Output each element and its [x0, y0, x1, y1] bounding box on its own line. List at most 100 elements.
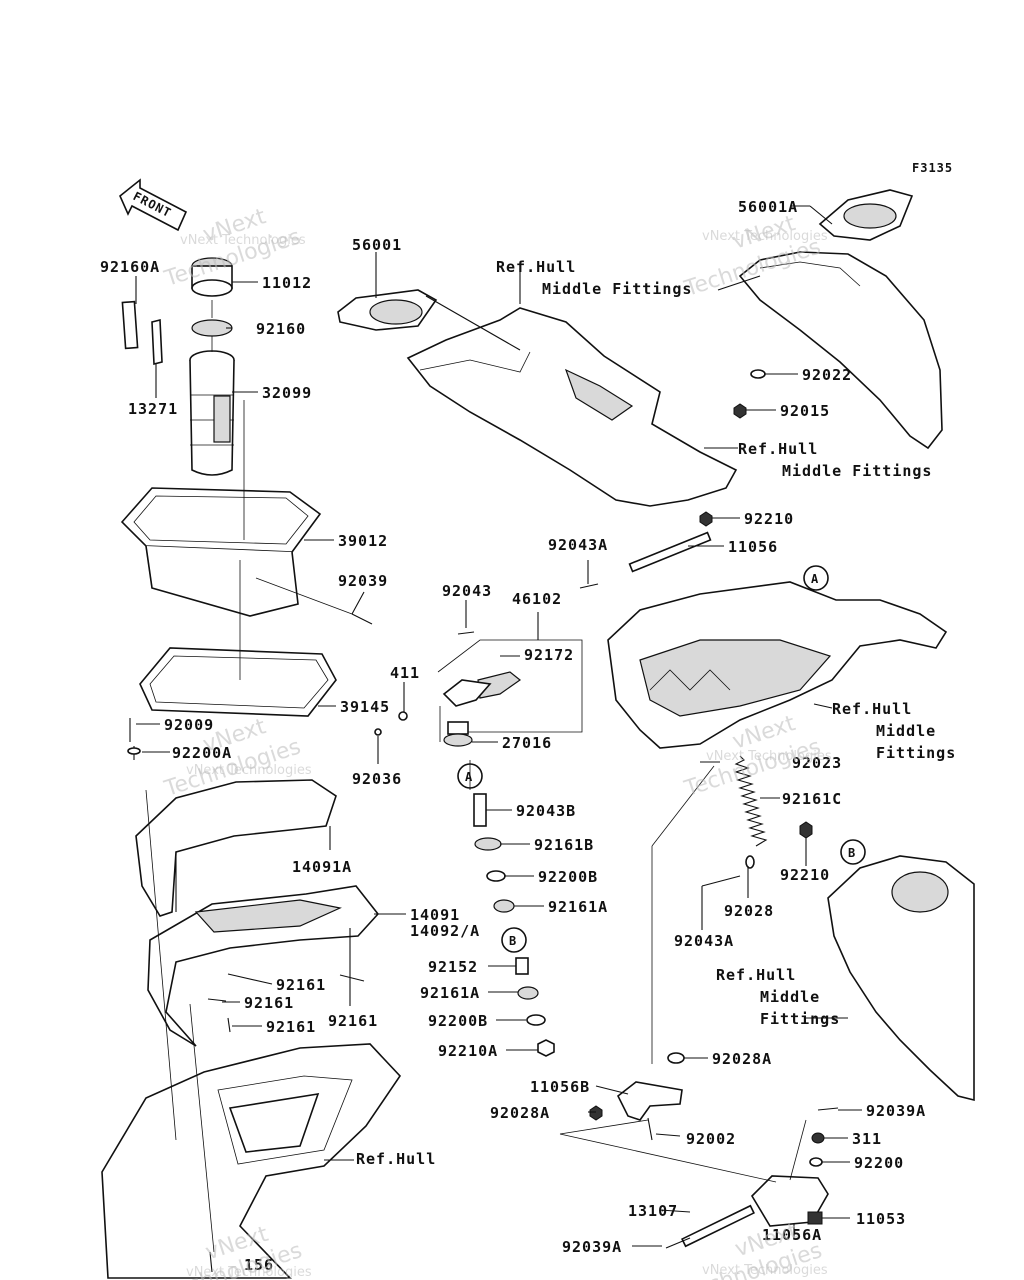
watermark-text-5: vNext Technologies [186, 1265, 312, 1280]
cap-11012 [191, 257, 233, 297]
callout-b-2 [840, 839, 866, 865]
watermark-text-2: vNext Technologies [702, 229, 828, 244]
latch-box-46102 [437, 639, 583, 733]
reference-labels: Ref.Hull Middle Fittings Ref.Hull Middle… [356, 258, 955, 1168]
label-92043A-top: 92043A [548, 536, 608, 554]
label-92210-a: 92210 [744, 510, 794, 528]
label-92210-b: 92210 [780, 866, 830, 884]
label-411: 411 [390, 664, 420, 682]
label-92028A-1: 92028A [712, 1050, 772, 1068]
label-311: 311 [852, 1130, 882, 1148]
label-92200B-1: 92200B [538, 868, 598, 886]
label-92039A-2: 92039A [562, 1238, 622, 1256]
label-92009: 92009 [164, 716, 214, 734]
plate-11053 [807, 1211, 823, 1225]
leader-lines [135, 205, 862, 1247]
latch-lever [442, 679, 492, 707]
label-92161-a: 92161 [276, 976, 326, 994]
washer-92200B-2 [526, 1014, 546, 1026]
label-39145: 39145 [340, 698, 390, 716]
ref-lower-right-2: Middle [760, 988, 820, 1006]
label-11056: 11056 [728, 538, 778, 556]
handle-56001A [818, 189, 914, 241]
nut-92210-top [699, 511, 713, 527]
knob-27016 [443, 721, 473, 747]
label-92160: 92160 [256, 320, 306, 338]
label-92161A-2: 92161A [420, 984, 480, 1002]
ref-right-top-2: Middle Fittings [782, 462, 932, 480]
gasket-39145 [139, 647, 337, 717]
ref-top-center-2: Middle Fittings [542, 280, 692, 298]
nut-92210-right [799, 821, 813, 839]
ref-bottom-left: Ref.Hull [356, 1150, 436, 1168]
callout-a-2-label: A [811, 572, 819, 586]
washer-92161A-1 [493, 899, 515, 913]
plate-11056 [628, 531, 712, 573]
tube-32099 [189, 350, 235, 476]
washer-92200 [809, 1157, 823, 1167]
label-92039A-1: 92039A [866, 1102, 926, 1120]
spring-92161C [734, 755, 768, 847]
label-92039: 92039 [338, 572, 388, 590]
callout-b-1 [501, 927, 527, 953]
label-92015: 92015 [780, 402, 830, 420]
label-156: 156 [244, 1256, 274, 1274]
washer-92028 [745, 855, 755, 869]
label-92023: 92023 [792, 754, 842, 772]
label-14091: 14091 [410, 906, 460, 924]
spacer-311 [811, 1132, 825, 1144]
washer-92028A-1 [667, 1052, 685, 1064]
washer-411 [398, 711, 408, 721]
ref-right-top-1: Ref.Hull [738, 440, 818, 458]
handle-56001 [337, 289, 438, 331]
ref-lower-right-3: Fittings [760, 1010, 840, 1028]
nut-92028A-2 [589, 1105, 603, 1121]
label-14091A: 14091A [292, 858, 352, 876]
bolt-92039 [351, 613, 373, 625]
hull-lower [101, 1043, 402, 1279]
pin-13107 [681, 1204, 755, 1248]
sleeve-92152 [515, 957, 529, 975]
label-92043A-bottom: 92043A [674, 932, 734, 950]
pin-92043 [457, 631, 475, 635]
label-92002: 92002 [686, 1130, 736, 1148]
label-92043: 92043 [442, 582, 492, 600]
callout-b-2-label: B [848, 846, 856, 860]
washer-92200B-1 [486, 870, 506, 882]
label-92200: 92200 [854, 1154, 904, 1172]
label-32099: 32099 [262, 384, 312, 402]
washer-92161A-2 [517, 986, 539, 1000]
nut-92210A [537, 1039, 555, 1057]
pin-92161-c [227, 1017, 231, 1033]
pin-92161-b [207, 998, 227, 1002]
clip-92036 [374, 728, 382, 736]
label-92161C: 92161C [782, 790, 842, 808]
washer-92022 [750, 369, 766, 379]
label-11012: 11012 [262, 274, 312, 292]
bolt-92039A-1 [817, 1107, 839, 1111]
label-56001A: 56001A [738, 198, 798, 216]
label-92036: 92036 [352, 770, 402, 788]
callout-a-1-label: A [465, 770, 473, 784]
bolt-92043A-bottom [701, 875, 741, 887]
label-14092A: 14092/A [410, 922, 480, 940]
hull-middle-fittings-top [406, 307, 738, 507]
label-92043B: 92043B [516, 802, 576, 820]
label-92161A-1: 92161A [548, 898, 608, 916]
label-11056A: 11056A [762, 1226, 822, 1244]
label-11053: 11053 [856, 1210, 906, 1228]
label-39012: 39012 [338, 532, 388, 550]
bolt-92039A-2 [665, 1237, 691, 1249]
watermark-text-6: vNext Technologies [702, 1263, 828, 1278]
label-92161-d: 92161 [328, 1012, 378, 1030]
front-arrow-icon: FRONT [119, 178, 188, 232]
label-92160A: 92160A [100, 258, 160, 276]
callout-b-1-label: B [509, 934, 517, 948]
label-92172: 92172 [524, 646, 574, 664]
hull-middle-fittings-lower-right [827, 855, 975, 1102]
connection-lines [145, 706, 807, 1253]
watermark-text-3: vNext Technologies [186, 763, 312, 778]
ref-mid-right-2: Middle [876, 722, 936, 740]
ref-lower-right-1: Ref.Hull [716, 966, 796, 984]
